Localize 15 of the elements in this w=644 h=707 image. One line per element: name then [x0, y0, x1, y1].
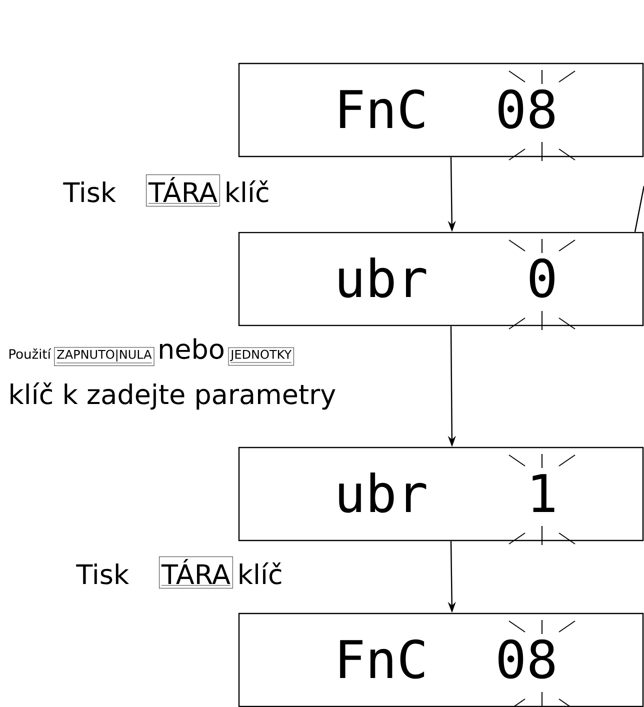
key-label: TÁRA — [146, 174, 220, 206]
lcd-display: ubr 0 — [238, 232, 644, 326]
key-label: TÁRA — [158, 556, 234, 588]
instruction-text: Tisk — [63, 182, 116, 202]
instruction-text: klíč — [226, 180, 268, 202]
instruction-text: nebo — [160, 338, 224, 360]
lcd-display: ubr 1 — [238, 446, 644, 542]
instruction-text: Použití — [9, 348, 52, 359]
key-label: ZAPNUTO|NULA — [54, 347, 154, 366]
lcd-display: FnC 08 — [238, 62, 644, 158]
instruction-text: klíč — [240, 562, 282, 584]
instruction-text: Tisk — [76, 564, 130, 584]
key-label: JEDNOTKY — [228, 347, 294, 366]
instruction-text: klíč k zadejte parametry — [10, 382, 336, 410]
lcd-display: FnC 08 — [238, 612, 644, 707]
